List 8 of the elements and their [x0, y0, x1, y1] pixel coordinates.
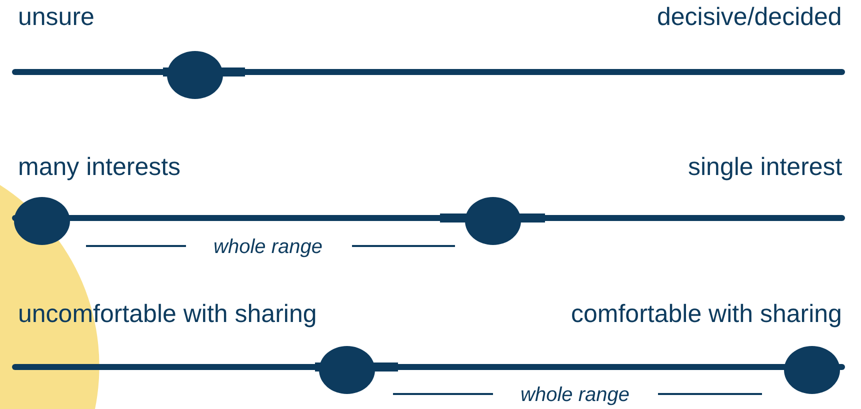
- scale-end-label: comfortable with sharing: [571, 299, 842, 329]
- scale-end-label: unsure: [18, 2, 94, 32]
- scale-end-label: single interest: [688, 152, 842, 182]
- scale-end-label: uncomfortable with sharing: [18, 299, 317, 329]
- range-label: whole range: [214, 235, 322, 260]
- scale-end-label: many interests: [18, 152, 181, 182]
- range-label: whole range: [520, 383, 630, 408]
- scale-end-label: decisive/decided: [657, 2, 842, 32]
